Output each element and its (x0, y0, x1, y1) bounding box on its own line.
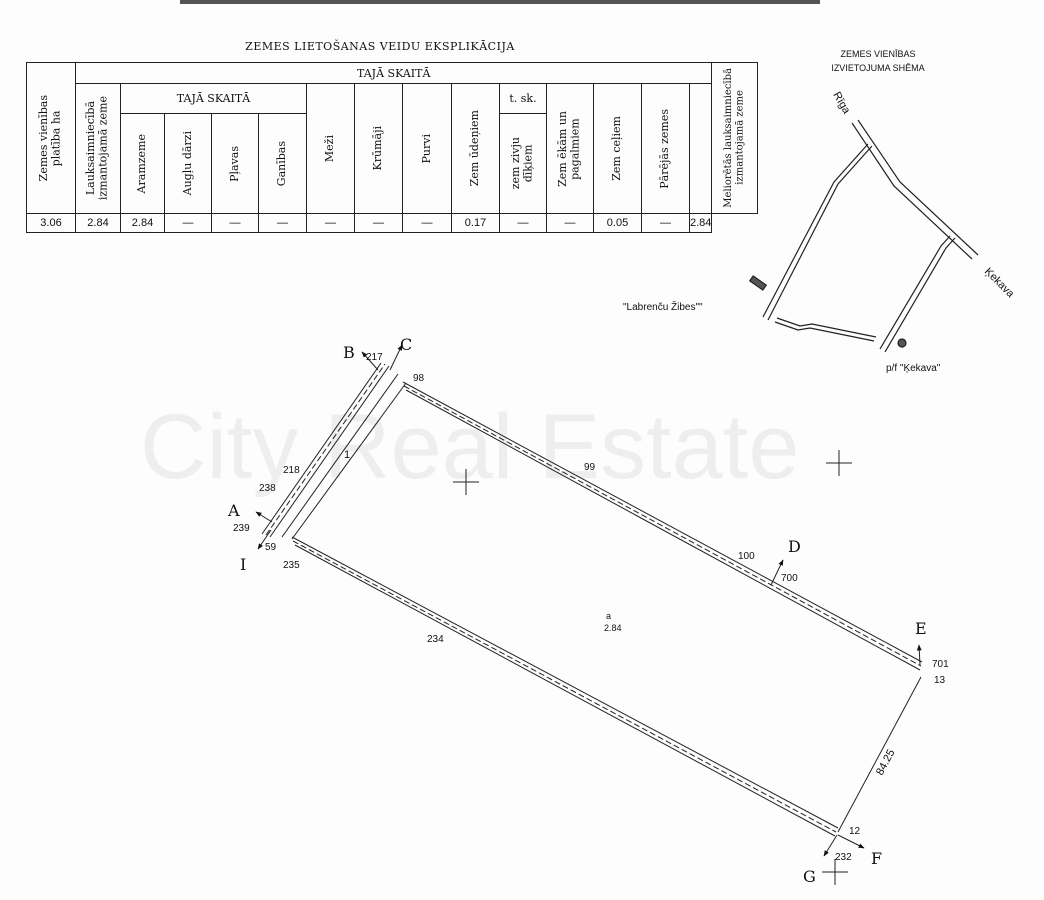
sub-group-header: TAJĀ SKAITĀ (120, 83, 307, 114)
parcel-code: a (606, 611, 611, 621)
road-label-kekava: Ķekava (982, 266, 1017, 301)
schema-title-2: IZVIETOJUMA SHĒMA (831, 63, 924, 73)
point-label-i: I (240, 555, 246, 574)
schema-title-1: ZEMES VIENĪBAS (840, 49, 915, 59)
parcel-area: 2.84 (604, 623, 622, 633)
station-mark: 100 (738, 551, 755, 562)
land-use-table: Zemes vienības platība ha TAJĀ SKAITĀ Me… (26, 62, 759, 233)
value-cell: — (402, 213, 452, 233)
point-label-c: C (400, 335, 412, 354)
value-cell: — (641, 213, 690, 233)
watermark: City Real Estate (140, 396, 800, 498)
road-label-riga: Rīga (830, 90, 852, 117)
side-length-label: 84.25 (874, 747, 898, 777)
place-pf-kekava: p/f "Ķekava" (886, 363, 941, 374)
station-mark: 232 (835, 852, 852, 863)
value-cell: — (258, 213, 307, 233)
station-mark: 99 (584, 462, 596, 473)
point-label-e: E (915, 619, 927, 638)
station-mark: 235 (283, 560, 300, 571)
settlement-icon (897, 338, 907, 348)
scan-edge (180, 0, 820, 4)
table-title: ZEMES LIETOŠANAS VEIDU EKSPLIKĀCIJA (245, 40, 515, 53)
strip-axis (265, 363, 386, 536)
location-schema: ZEMES VIENĪBAS IZVIETOJUMA SHĒMA Rīga Ķe… (623, 49, 1017, 374)
station-mark: 700 (781, 573, 798, 584)
value-cell: — (306, 213, 355, 233)
value-cell: 2.84 (688, 213, 713, 233)
station-mark: 218 (283, 465, 300, 476)
station-mark: 59 (265, 542, 277, 553)
boundary-east (837, 676, 922, 833)
road-west (762, 143, 873, 321)
parcel-plan (255, 344, 923, 885)
point-label-b: B (343, 343, 355, 362)
grid-cross (453, 450, 852, 885)
value-cell: 3.06 (26, 213, 76, 233)
point-label-a: A (227, 501, 240, 520)
road-bottom (291, 536, 839, 837)
station-mark: 701 (932, 659, 949, 670)
station-mark: 98 (413, 373, 425, 384)
station-mark: 234 (427, 634, 444, 645)
road-east (879, 235, 956, 353)
road-south (774, 317, 877, 342)
place-labrencu: "Labrenču Žibes"" (623, 300, 703, 313)
plan-labels: A B C D E F G I 217 98 99 218 238 239 59 235 234 100 700 70… (227, 335, 949, 886)
road-riga-kekava (851, 119, 979, 260)
point-label-d: D (788, 537, 801, 556)
strip-number: 1 (344, 449, 350, 461)
station-mark: 239 (233, 523, 250, 534)
strip-boundary (261, 362, 407, 540)
station-mark: 217 (366, 352, 383, 363)
station-mark: 12 (849, 826, 861, 837)
value-cell: 2.84 (120, 213, 165, 233)
building-icon (748, 275, 768, 291)
station-mark: 238 (259, 483, 276, 494)
point-label-f: F (871, 849, 882, 868)
point-label-g: G (803, 867, 816, 886)
station-mark: 13 (934, 675, 946, 686)
road-top (402, 381, 923, 671)
